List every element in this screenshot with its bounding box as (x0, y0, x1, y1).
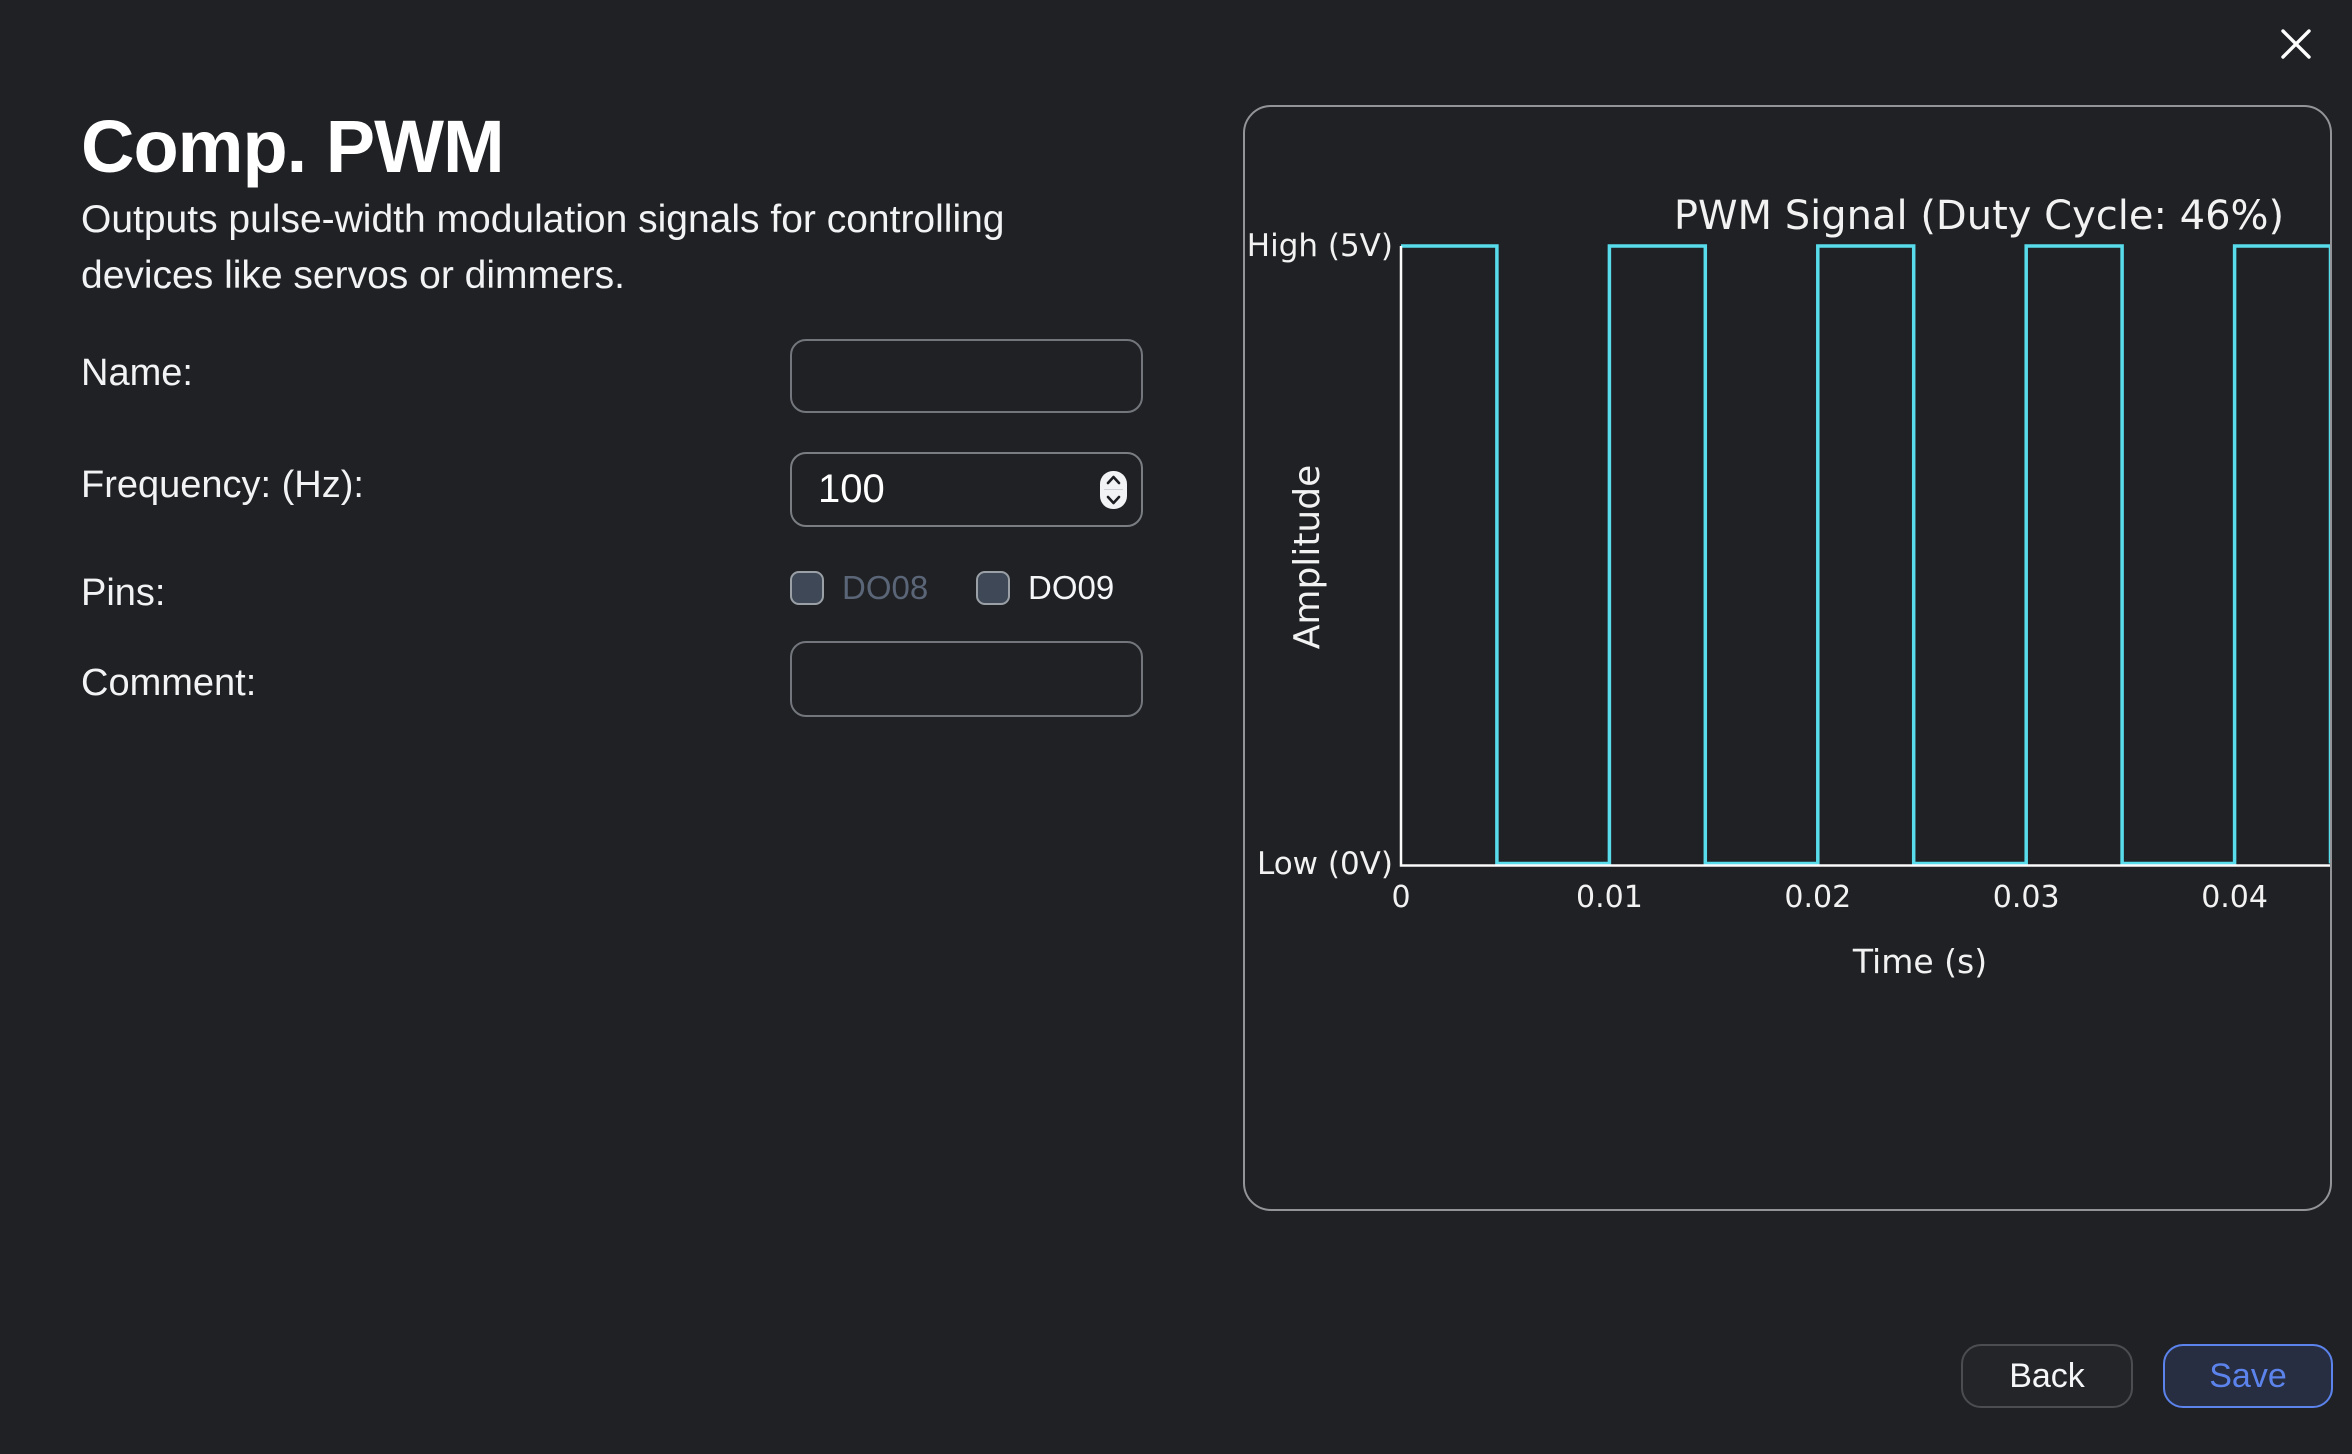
page-description: Outputs pulse-width modulation signals f… (81, 192, 1005, 304)
checkbox-do08-label: DO08 (842, 569, 929, 606)
frequency-label: Frequency: (Hz): (81, 464, 364, 506)
description-line: Outputs pulse-width modulation signals f… (81, 198, 1005, 241)
x-tick-labels: 0 0.01 0.02 0.03 0.04 (1391, 880, 2268, 915)
name-label: Name: (81, 352, 193, 394)
pwm-signal-chart: PWM Signal (Duty Cycle: 46%) High (5V) L… (1247, 193, 2330, 981)
frequency-input[interactable]: 100 (790, 452, 1143, 527)
frequency-value[interactable]: 100 (818, 467, 885, 511)
pwm-waveform (1401, 244, 2330, 866)
stepper-divider (1104, 489, 1123, 490)
name-input[interactable] (790, 339, 1143, 413)
y-tick-low-label: Low (0V) (1257, 846, 1393, 882)
chart-axes (1399, 246, 2330, 867)
pwm-chart-card: PWM Signal (Duty Cycle: 46%) High (5V) L… (1243, 105, 2332, 1211)
back-button[interactable]: Back (1961, 1344, 2133, 1408)
chevron-down-icon[interactable] (1106, 495, 1121, 505)
pin-option-do09: DO09 (976, 569, 1114, 607)
x-tick-label: 0.02 (1784, 880, 1851, 915)
description-line: devices like servos or dimmers. (81, 254, 625, 297)
x-tick-label: 0.01 (1576, 880, 1643, 915)
checkbox-do09[interactable] (976, 571, 1010, 605)
y-tick-high-label: High (5V) (1247, 228, 1393, 264)
save-button[interactable]: Save (2163, 1344, 2333, 1408)
number-stepper[interactable] (1100, 470, 1127, 509)
close-button[interactable] (2272, 20, 2320, 68)
chevron-up-icon[interactable] (1106, 475, 1121, 485)
x-axis-label: Time (s) (1852, 942, 1987, 981)
comment-input[interactable] (790, 641, 1143, 717)
chart-title: PWM Signal (Duty Cycle: 46%) (1674, 193, 2284, 239)
x-tick-label: 0 (1391, 880, 1410, 915)
page-title: Comp. PWM (81, 105, 505, 188)
x-tick-label: 0.04 (2201, 880, 2268, 915)
pin-option-do08: DO08 (790, 569, 928, 607)
pins-label: Pins: (81, 572, 166, 614)
comment-label: Comment: (81, 662, 257, 704)
close-icon (2281, 29, 2311, 59)
checkbox-do09-label: DO09 (1028, 569, 1115, 606)
x-tick-label: 0.03 (1993, 880, 2060, 915)
checkbox-do08[interactable] (790, 571, 824, 605)
y-axis-label: Amplitude (1287, 465, 1328, 649)
